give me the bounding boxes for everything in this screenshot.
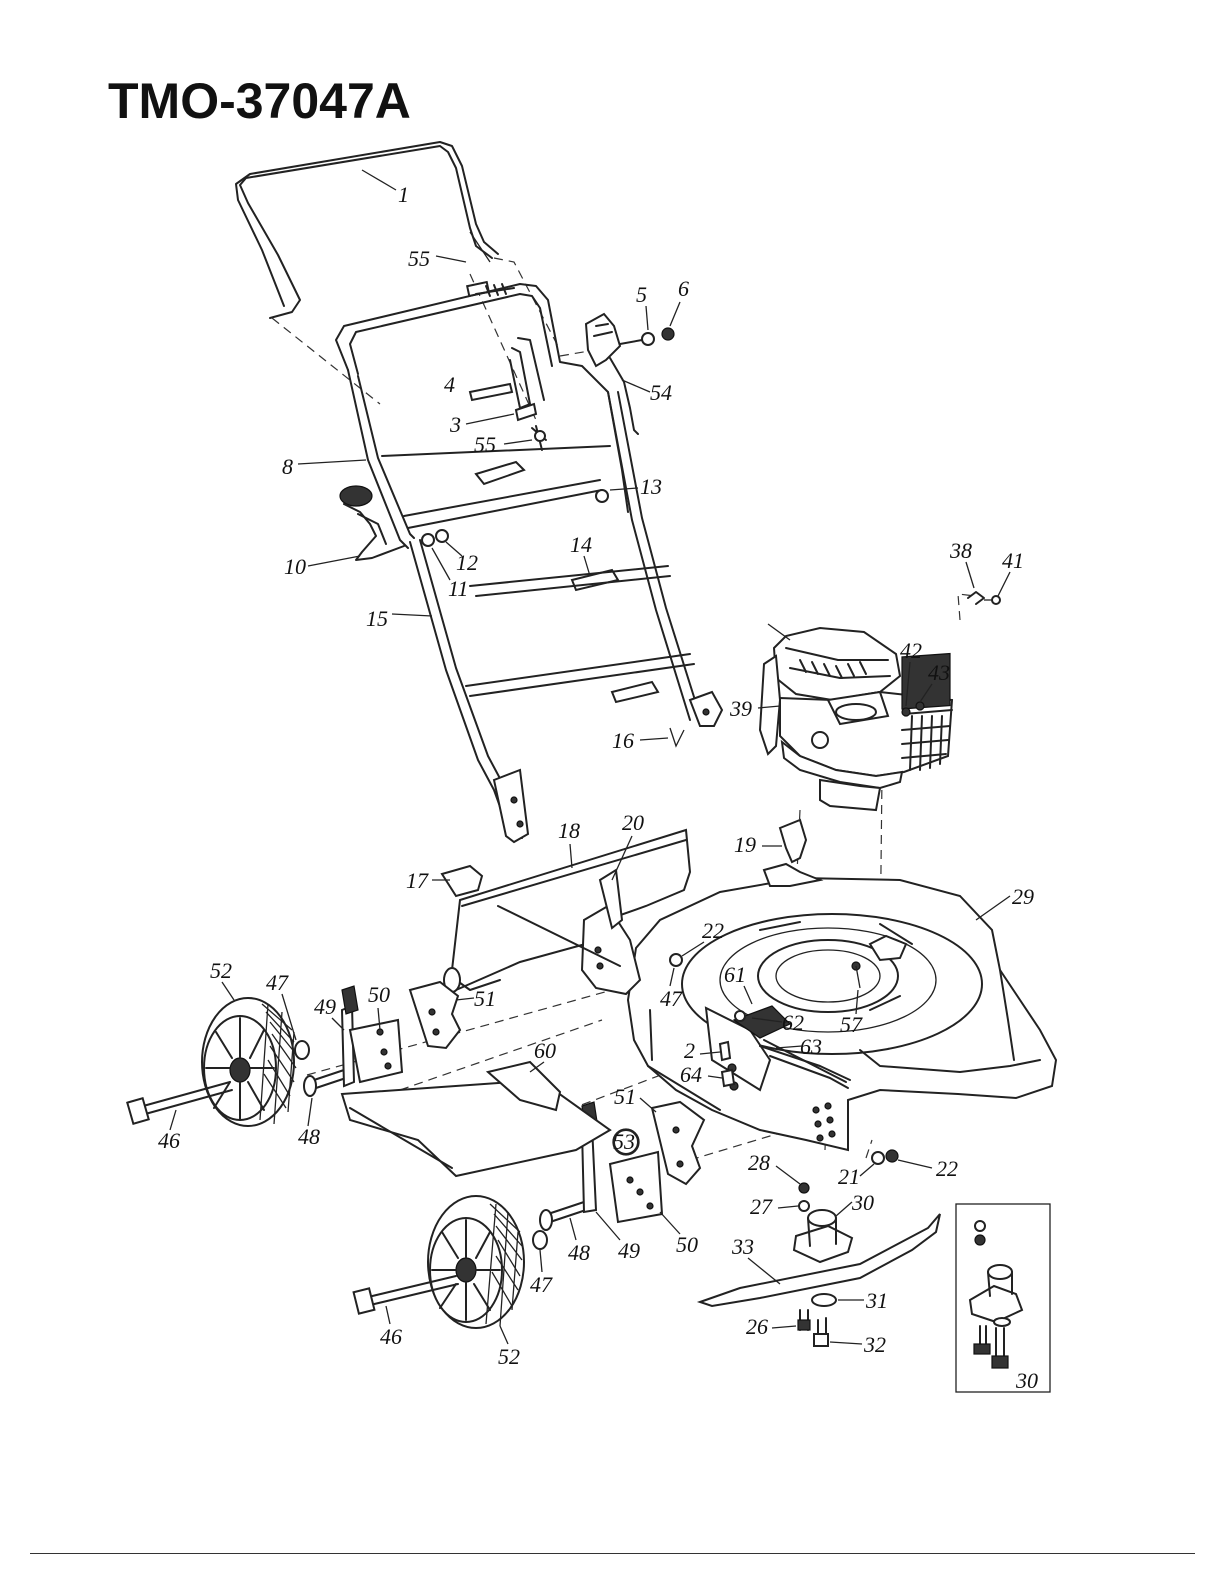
callout-47-right: 47: [660, 986, 683, 1011]
callout-57: 57: [840, 1012, 863, 1037]
rear-discharge-plate: [340, 1060, 612, 1178]
callout-38: 38: [949, 538, 972, 563]
wheel-left: [126, 997, 297, 1127]
bottom-rule: [30, 1553, 1195, 1554]
lower-handle: [409, 391, 724, 844]
callout-43: 43: [928, 660, 950, 685]
callout-18: 18: [558, 818, 580, 843]
wheel-right: [352, 1195, 525, 1329]
middle-handle: [335, 283, 629, 549]
engine-fasteners-38-41: [967, 591, 1001, 605]
callout-49-right: 49: [618, 1238, 640, 1263]
callout-48-right: 48: [568, 1240, 590, 1265]
callout-2: 2: [684, 1038, 695, 1063]
callout-47-bottom: 47: [530, 1272, 553, 1297]
callout-13: 13: [640, 474, 662, 499]
callout-21: 21: [838, 1164, 860, 1189]
callout-50-left: 50: [368, 982, 390, 1007]
callout-16: 16: [612, 728, 634, 753]
callout-14: 14: [570, 532, 592, 557]
callout-1: 1: [398, 182, 409, 207]
callout-53: 53: [613, 1129, 635, 1154]
callout-54: 54: [650, 380, 672, 405]
callout-46-left: 46: [158, 1128, 180, 1153]
callout-10: 10: [284, 554, 306, 579]
height-adjuster-left: [340, 980, 462, 1088]
callout-46-bottom: 46: [380, 1324, 402, 1349]
callout-27: 27: [750, 1194, 773, 1219]
callout-55-mid: 55: [474, 432, 496, 457]
blade-assembly: [696, 1149, 941, 1347]
callout-41: 41: [1002, 548, 1024, 573]
handle-knob: [339, 485, 405, 561]
height-adjuster-right: [580, 1100, 706, 1224]
callout-61: 61: [724, 962, 746, 987]
callout-28: 28: [748, 1150, 770, 1175]
callout-30-inset: 30: [1015, 1368, 1038, 1393]
callout-52-left: 52: [210, 958, 232, 983]
blade-adapter-inset: [955, 1203, 1051, 1393]
callout-29: 29: [1012, 884, 1034, 909]
upper-handle: [235, 141, 499, 319]
diagram-title: TMO-37047A: [108, 73, 411, 129]
callout-51-right: 51: [614, 1084, 636, 1109]
callout-32: 32: [863, 1332, 886, 1357]
callout-19: 19: [734, 832, 756, 857]
rear-flap: [440, 828, 692, 996]
callout-6: 6: [678, 276, 689, 301]
callout-51-left: 51: [474, 986, 496, 1011]
washers-12-11: [421, 489, 609, 547]
callout-33: 33: [731, 1234, 754, 1259]
callout-42: 42: [900, 638, 922, 663]
callout-47-left: 47: [266, 970, 289, 995]
callout-53-circle: [612, 1128, 640, 1156]
callout-labels: 1 55 5 6 4 54 3 55 8 13 12 11 10 14 15 3…: [158, 169, 1038, 1393]
callout-50-right: 50: [676, 1232, 698, 1257]
callout-30-main: 30: [851, 1190, 874, 1215]
callout-8: 8: [282, 454, 293, 479]
callout-63: 63: [800, 1034, 822, 1059]
callout-20: 20: [622, 810, 644, 835]
cable-control-54: [584, 312, 675, 435]
callout-22-bottom: 22: [936, 1156, 958, 1181]
callout-26: 26: [746, 1314, 768, 1339]
callout-62: 62: [782, 1010, 804, 1035]
callout-11: 11: [448, 576, 468, 601]
handle-bracket: [465, 280, 660, 704]
callout-5: 5: [636, 282, 647, 307]
callout-22-top: 22: [702, 918, 724, 943]
callout-52-bottom: 52: [498, 1344, 520, 1369]
mower-deck: [626, 818, 1058, 1152]
callout-64: 64: [680, 1062, 702, 1087]
callout-49-left: 49: [314, 994, 336, 1019]
engine: [758, 623, 954, 812]
callout-55-top: 55: [408, 246, 430, 271]
deck-fittings: [718, 1010, 847, 1088]
callout-39: 39: [729, 696, 752, 721]
callout-4: 4: [444, 372, 455, 397]
callout-15: 15: [366, 606, 388, 631]
callout-31: 31: [865, 1288, 888, 1313]
callout-17: 17: [406, 868, 429, 893]
callout-3: 3: [449, 412, 461, 437]
callout-48-left: 48: [298, 1124, 320, 1149]
callout-60: 60: [534, 1038, 556, 1063]
